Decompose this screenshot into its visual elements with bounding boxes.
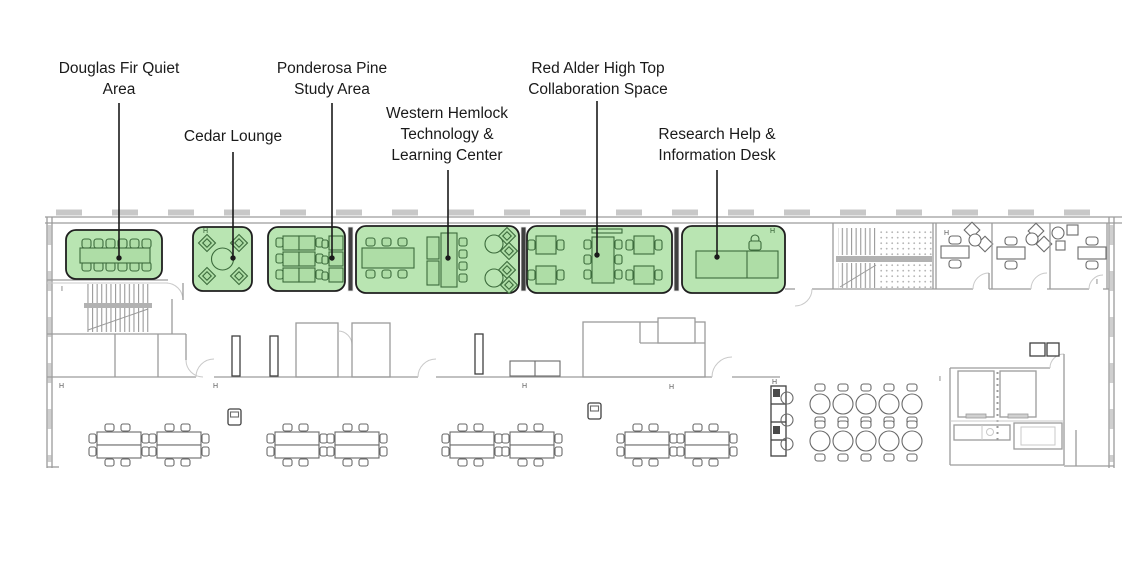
column-marker: H	[944, 230, 949, 237]
technology-counter	[426, 232, 468, 288]
podium-right	[587, 402, 602, 420]
zone-western-hemlock-technology-learning-center	[355, 225, 520, 295]
service-desk	[695, 234, 779, 279]
structural-markers: H H H H H H H H I I I	[59, 228, 1098, 391]
column-marker: H	[669, 384, 674, 391]
label-ponderosa-pine-study-area: Ponderosa Pine Study Area	[232, 58, 432, 100]
display-pillars	[231, 333, 484, 377]
beam-marker: I	[939, 376, 941, 383]
cafe-tables	[809, 383, 923, 462]
zone-cedar-lounge	[192, 226, 253, 292]
beam-marker: I	[61, 286, 63, 293]
zone-ponderosa-pine-study-area	[267, 226, 346, 292]
label-line: Area	[102, 81, 136, 99]
label-line: Collaboration Space	[528, 81, 668, 99]
square-tables	[527, 235, 663, 285]
column-marker: H	[522, 383, 527, 390]
leader-lines	[116, 101, 720, 261]
label-line: Western Hemlock	[385, 105, 509, 122]
left-exterior-wall	[46, 217, 59, 468]
group-table	[361, 237, 415, 279]
right-staircase	[832, 223, 934, 289]
zone-divider-wall	[673, 226, 680, 292]
zone-red-alder-high-top-collaboration-space	[526, 225, 673, 294]
top-window-wall	[45, 209, 1122, 224]
column-marker: H	[770, 228, 775, 235]
label-line: Cedar Lounge	[183, 128, 283, 145]
table-cluster	[441, 423, 503, 467]
middle-rooms	[295, 317, 706, 378]
table-cluster	[501, 423, 563, 467]
label-line: Technology &	[400, 126, 494, 144]
left-staircase	[47, 279, 184, 334]
office-3	[1049, 223, 1108, 289]
zone-douglas-fir-quiet-area	[65, 229, 163, 280]
wall-shelf	[591, 228, 623, 234]
elevator-block	[949, 342, 1065, 466]
label-douglas-fir-quiet-area: Douglas Fir Quiet Area	[19, 58, 219, 100]
label-line: Red Alder High Top	[531, 60, 665, 77]
label-western-hemlock-technology-learning-center: Western Hemlock Technology & Learning Ce…	[347, 103, 547, 166]
study-table-clusters	[88, 423, 738, 467]
label-line: Study Area	[294, 81, 370, 99]
label-line: Information Desk	[658, 147, 776, 165]
label-red-alder-high-top-collaboration-space: Red Alder High Top Collaboration Space	[498, 58, 698, 100]
column-marker: H	[203, 228, 208, 235]
label-line: Ponderosa Pine	[276, 60, 388, 77]
label-line: Douglas Fir Quiet	[58, 60, 180, 77]
low-cabinet	[509, 360, 561, 377]
label-cedar-lounge: Cedar Lounge	[133, 126, 333, 147]
right-exterior-wall	[1064, 217, 1115, 468]
table-cluster	[616, 423, 678, 467]
table-cluster	[326, 423, 388, 467]
office-1	[935, 221, 994, 289]
zone-research-help-information-desk	[681, 225, 786, 294]
office-2	[991, 222, 1053, 289]
study-carrels	[275, 235, 344, 283]
printer-station	[770, 385, 794, 457]
table-cluster	[148, 423, 210, 467]
label-research-help-information-desk: Research Help & Information Desk	[617, 124, 817, 166]
label-line: Research Help &	[658, 126, 776, 143]
table-cluster	[266, 423, 328, 467]
table-cluster	[88, 423, 150, 467]
high-top-table	[583, 236, 623, 284]
column-marker: H	[772, 379, 777, 386]
column-marker: H	[59, 383, 64, 390]
zone-divider-wall	[520, 226, 527, 292]
conference-table-with-chairs	[79, 238, 152, 272]
zone-highlight	[192, 226, 253, 292]
table-cluster	[676, 423, 738, 467]
beam-marker: I	[1096, 279, 1098, 286]
column-marker: H	[213, 383, 218, 390]
zone-divider-wall	[347, 226, 354, 292]
podium-left	[227, 408, 242, 426]
corridor-wall	[785, 272, 1109, 307]
label-line: Learning Center	[391, 147, 503, 165]
round-tables	[484, 226, 519, 295]
